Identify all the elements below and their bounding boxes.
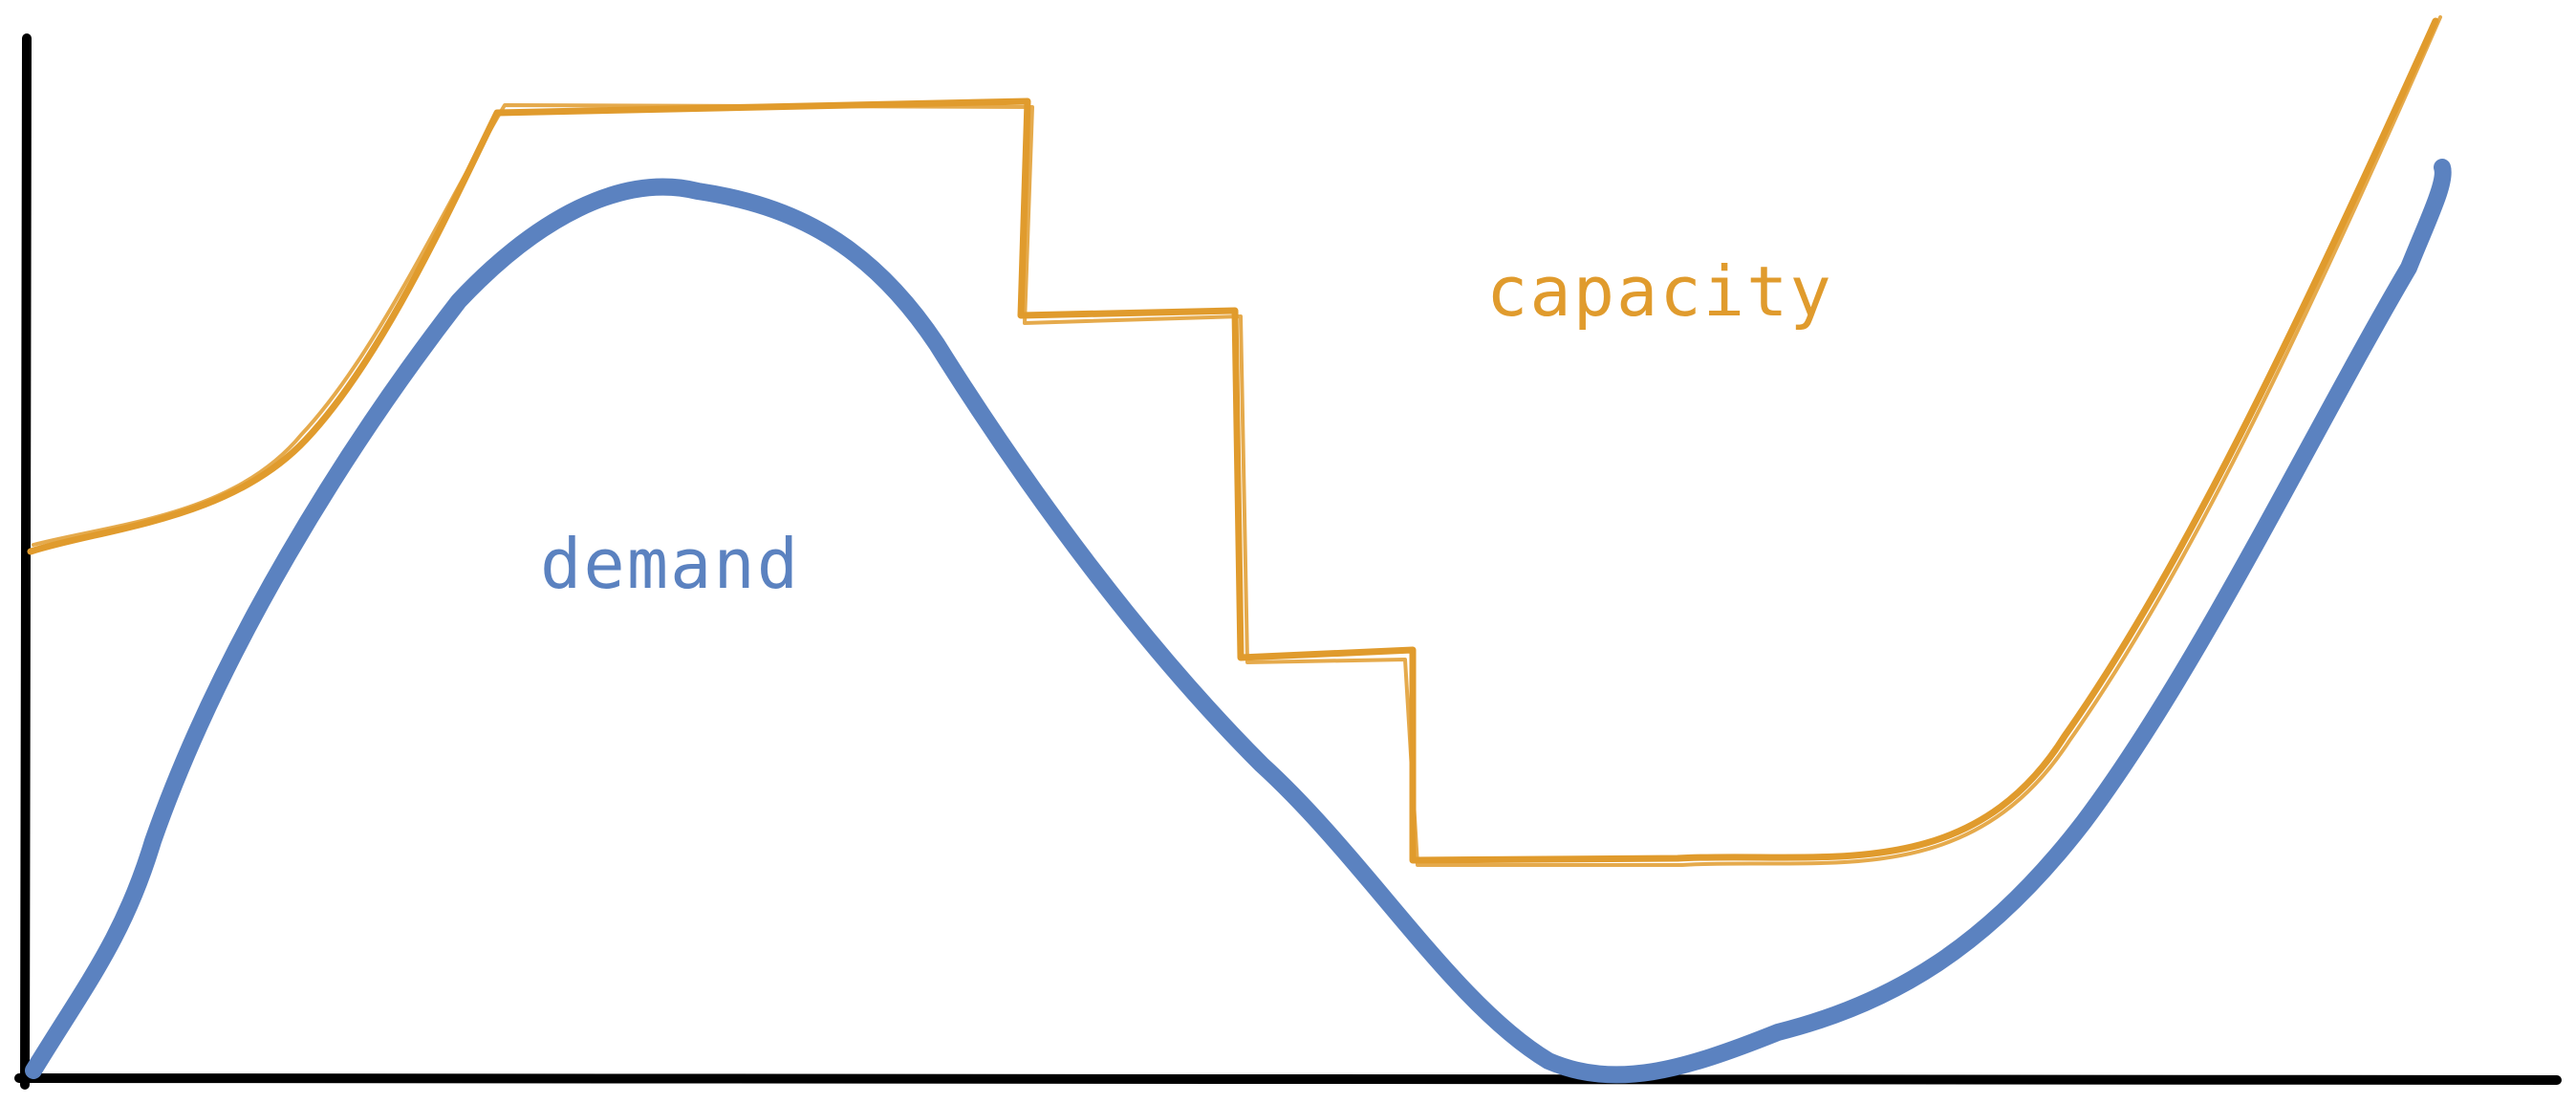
y-axis	[20, 33, 32, 1090]
axes	[14, 33, 2562, 1090]
capacity-path	[27, 17, 2439, 864]
x-axis	[14, 1073, 2562, 1085]
demand-curve	[25, 159, 2452, 1084]
capacity-line	[27, 15, 2442, 867]
capacity-label: capacity	[1486, 251, 1833, 332]
demand-label: demand	[540, 524, 800, 604]
demand-path	[25, 159, 2452, 1084]
capacity-path-sketch-stroke	[32, 15, 2442, 867]
